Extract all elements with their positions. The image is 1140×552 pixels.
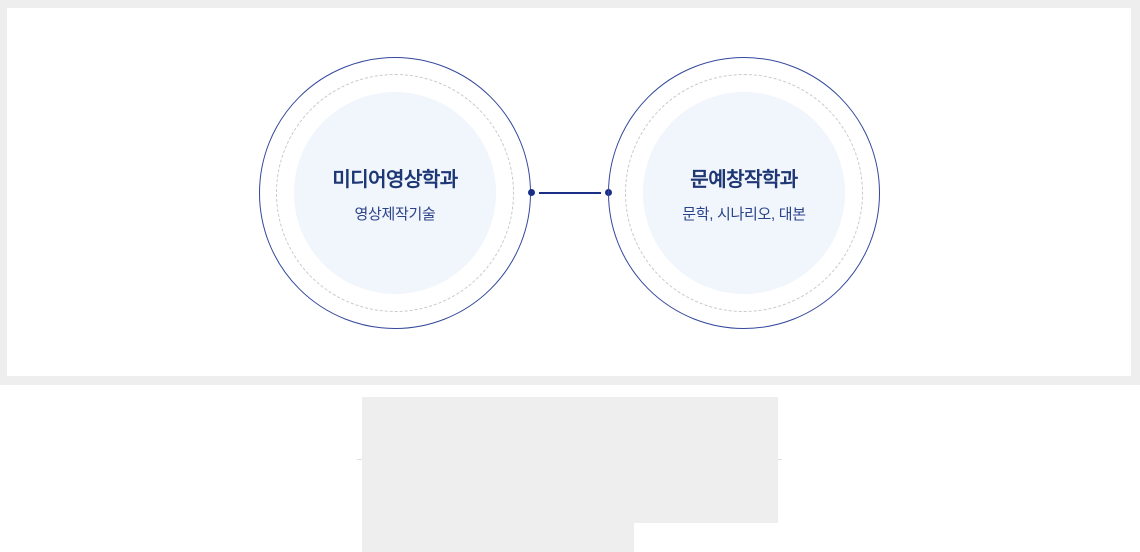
node-title: 문예창작학과 xyxy=(690,168,798,191)
node-body: 문예창작학과 문학, 시나리오, 대본 xyxy=(643,92,845,294)
node-body: 미디어영상학과 영상제작기술 xyxy=(294,92,496,294)
placeholder-block-large xyxy=(362,397,778,523)
department-node-writing: 문예창작학과 문학, 시나리오, 대본 xyxy=(608,57,880,329)
connector-line xyxy=(539,192,601,194)
node-dashed-ring xyxy=(625,74,863,312)
node-dashed-ring xyxy=(276,74,514,312)
node-title: 미디어영상학과 xyxy=(332,168,458,191)
connector-dot-left xyxy=(527,189,535,196)
node-subtitle: 문학, 시나리오, 대본 xyxy=(682,205,806,223)
placeholder-block-small xyxy=(362,523,634,552)
node-subtitle: 영상제작기술 xyxy=(354,205,436,223)
department-node-media: 미디어영상학과 영상제작기술 xyxy=(259,57,531,329)
